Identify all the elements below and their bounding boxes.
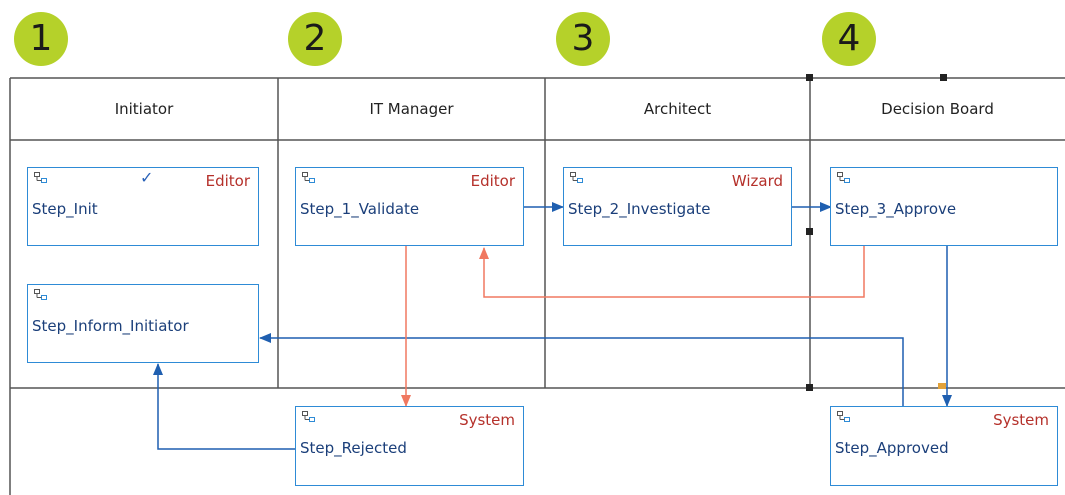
- badge-1: 1: [14, 12, 68, 66]
- badge-2: 2: [288, 12, 342, 66]
- step-icon: [837, 411, 850, 422]
- step-icon: [570, 172, 583, 183]
- selection-handles: [806, 74, 947, 391]
- step-name: Step_2_Investigate: [568, 200, 711, 218]
- connection-point: [938, 383, 946, 389]
- badge-3: 3: [556, 12, 610, 66]
- step-approve[interactable]: Step_3_Approve: [830, 167, 1058, 246]
- lane-header-it-manager: IT Manager: [369, 100, 454, 118]
- step-investigate[interactable]: Wizard Step_2_Investigate: [563, 167, 792, 246]
- step-name: Step_Inform_Initiator: [32, 317, 189, 335]
- step-icon: [837, 172, 850, 183]
- step-name: Step_1_Validate: [300, 200, 420, 218]
- badge-4: 4: [822, 12, 876, 66]
- step-name: Step_Init: [32, 200, 98, 218]
- step-role: Wizard: [731, 172, 783, 190]
- step-role: System: [993, 411, 1049, 429]
- handle: [806, 228, 813, 235]
- handle: [806, 384, 813, 391]
- checkmark-icon: ✓: [140, 168, 154, 187]
- step-validate[interactable]: Editor Step_1_Validate: [295, 167, 524, 246]
- step-icon: [34, 172, 47, 183]
- step-name: Step_Rejected: [300, 439, 407, 457]
- lane-grid: [9, 77, 1065, 495]
- step-role: Editor: [470, 172, 515, 190]
- step-name: Step_Approved: [835, 439, 949, 457]
- step-rejected[interactable]: System Step_Rejected: [295, 406, 524, 486]
- edge-rejected-to-inform: [153, 363, 296, 450]
- lane-header-decision-board: Decision Board: [881, 100, 994, 118]
- reject-edges: [401, 246, 865, 407]
- edge-approve-back-to-validate: [479, 246, 865, 298]
- step-icon: [34, 289, 47, 300]
- lane-header-architect: Architect: [643, 100, 712, 118]
- step-role: System: [459, 411, 515, 429]
- step-name: Step_3_Approve: [835, 200, 957, 218]
- step-icon: [302, 411, 315, 422]
- step-approved[interactable]: System Step_Approved: [830, 406, 1058, 486]
- lane-header-initiator: Initiator: [114, 100, 174, 118]
- handle: [940, 74, 947, 81]
- step-inform-initiator[interactable]: Step_Inform_Initiator: [27, 284, 259, 363]
- step-role: Editor: [205, 172, 250, 190]
- forward-edges: [153, 202, 952, 450]
- handle: [806, 74, 813, 81]
- edge-approved-to-inform: [259, 333, 904, 406]
- step-init[interactable]: ✓ Editor Step_Init: [27, 167, 259, 246]
- step-icon: [302, 172, 315, 183]
